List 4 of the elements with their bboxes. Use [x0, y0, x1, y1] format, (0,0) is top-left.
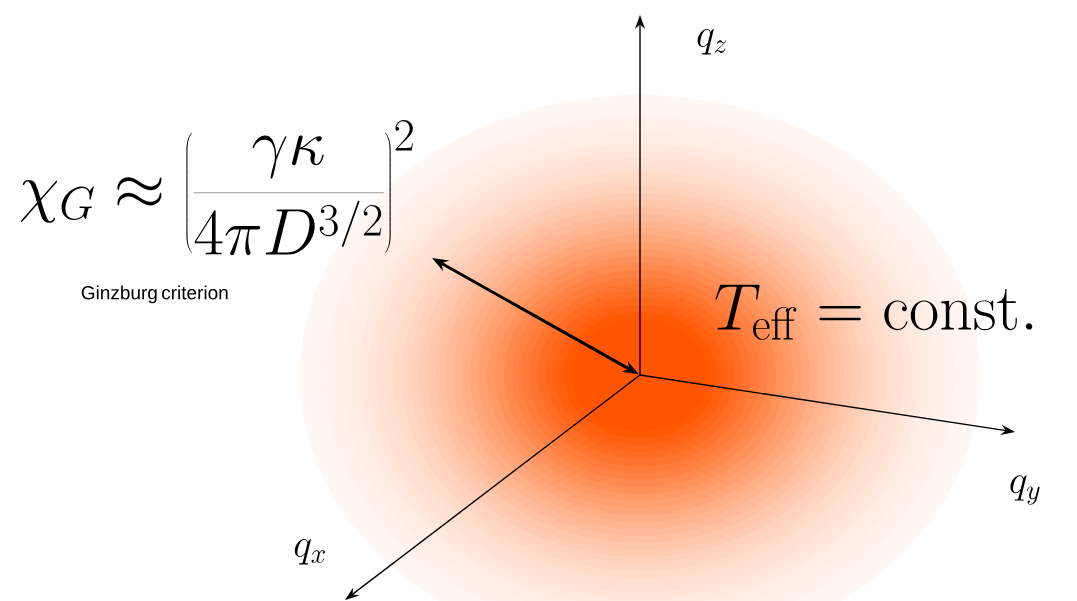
axis-label: $q_z$: [697, 29, 727, 55]
formula-group: $\chi_G \approx \left(\frac{\gamma\kappa}{4\pi D^{3/2}}\right)^2$ Ginzburg criterion: [20, 120, 413, 304]
axis-label: $q_x$: [294, 539, 326, 565]
axis-label: $q_y$: [1010, 475, 1040, 505]
